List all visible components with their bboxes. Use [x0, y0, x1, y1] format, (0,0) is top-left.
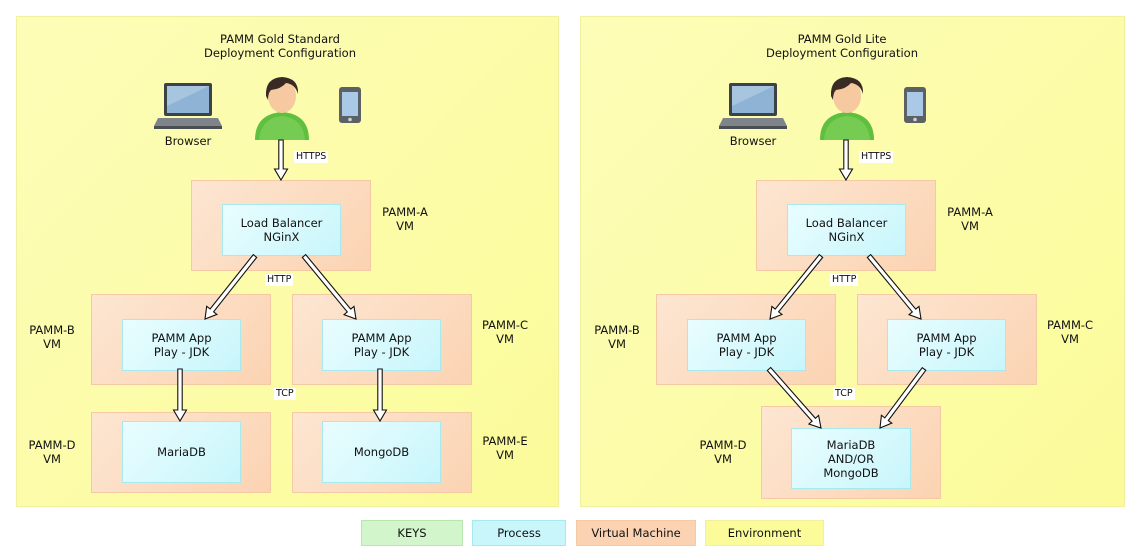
process-line-1: MariaDB — [826, 437, 876, 452]
vm-name: PAMM-B — [29, 323, 75, 337]
http-label: HTTP — [830, 274, 859, 286]
process-line-2: AND/OR — [827, 451, 875, 466]
process-mariadb: MariaDB — [122, 421, 241, 483]
vm-name: PAMM-D — [699, 438, 747, 452]
vm-name: PAMM-A — [382, 205, 428, 219]
process-line-1: MariaDB — [157, 445, 206, 459]
laptop-icon — [154, 80, 222, 133]
user-icon — [251, 74, 313, 143]
process-line-1: PAMM App — [916, 331, 977, 345]
legend-virtual-machine: Virtual Machine — [576, 520, 696, 546]
vm-name: PAMM-E — [482, 434, 528, 448]
title-line-2: Deployment Configuration — [766, 46, 918, 60]
legend-environment-label: Environment — [727, 526, 802, 540]
legend-vm-label: Virtual Machine — [591, 526, 681, 540]
vm-type: VM — [714, 452, 732, 466]
browser-label: Browser — [164, 134, 212, 148]
title-line-1: PAMM Gold Standard — [220, 32, 340, 46]
vm-type: VM — [496, 448, 514, 462]
vm-name: PAMM-C — [481, 318, 529, 332]
legend-process-label: Process — [497, 526, 541, 540]
process-line-2: Play - JDK — [353, 345, 410, 359]
vm-type: VM — [608, 337, 626, 351]
legend-keys: KEYS — [361, 520, 463, 546]
diagram-title-gold-lite: PAMM Gold Lite Deployment Configuration — [692, 32, 992, 60]
process-line-2: NGinX — [263, 230, 300, 244]
smartphone-icon — [338, 86, 362, 127]
vm-type: VM — [43, 452, 61, 466]
process-line-2: Play - JDK — [918, 345, 975, 359]
diagram-title-gold-standard: PAMM Gold Standard Deployment Configurat… — [130, 32, 430, 60]
http-label: HTTP — [265, 274, 294, 286]
legend-keys-label: KEYS — [397, 526, 427, 540]
vm-name: PAMM-C — [1046, 318, 1094, 332]
vm-type: VM — [961, 219, 979, 233]
vm-type: VM — [1061, 332, 1079, 346]
smartphone-icon — [903, 86, 927, 127]
tcp-label: TCP — [833, 388, 855, 400]
process-line-1: MongoDB — [353, 445, 410, 459]
process-line-2: NGinX — [828, 230, 865, 244]
laptop-icon — [719, 80, 787, 133]
title-line-1: PAMM Gold Lite — [797, 32, 887, 46]
process-line-1: Load Balancer — [805, 216, 888, 230]
process-line-1: PAMM App — [716, 331, 777, 345]
process-line-1: PAMM App — [351, 331, 412, 345]
process-mongodb: MongoDB — [322, 421, 441, 483]
legend-environment: Environment — [705, 520, 824, 546]
title-line-2: Deployment Configuration — [204, 46, 356, 60]
https-label: HTTPS — [294, 151, 329, 163]
process-line-2: Play - JDK — [718, 345, 775, 359]
process-line-2: Play - JDK — [153, 345, 210, 359]
user-icon — [816, 74, 878, 143]
vm-name: PAMM-A — [947, 205, 993, 219]
https-label: HTTPS — [859, 151, 894, 163]
process-line-1: PAMM App — [151, 331, 212, 345]
vm-name: PAMM-B — [594, 323, 640, 337]
vm-type: VM — [396, 219, 414, 233]
browser-label: Browser — [729, 134, 777, 148]
vm-name: PAMM-D — [28, 438, 76, 452]
vm-type: VM — [496, 332, 514, 346]
legend-process: Process — [472, 520, 566, 546]
process-line-1: Load Balancer — [240, 216, 323, 230]
process-line-3: MongoDB — [823, 465, 879, 480]
process-mariadb-and-or-mongodb: MariaDB AND/OR MongoDB — [791, 428, 911, 489]
tcp-label: TCP — [274, 388, 296, 400]
vm-type: VM — [43, 337, 61, 351]
